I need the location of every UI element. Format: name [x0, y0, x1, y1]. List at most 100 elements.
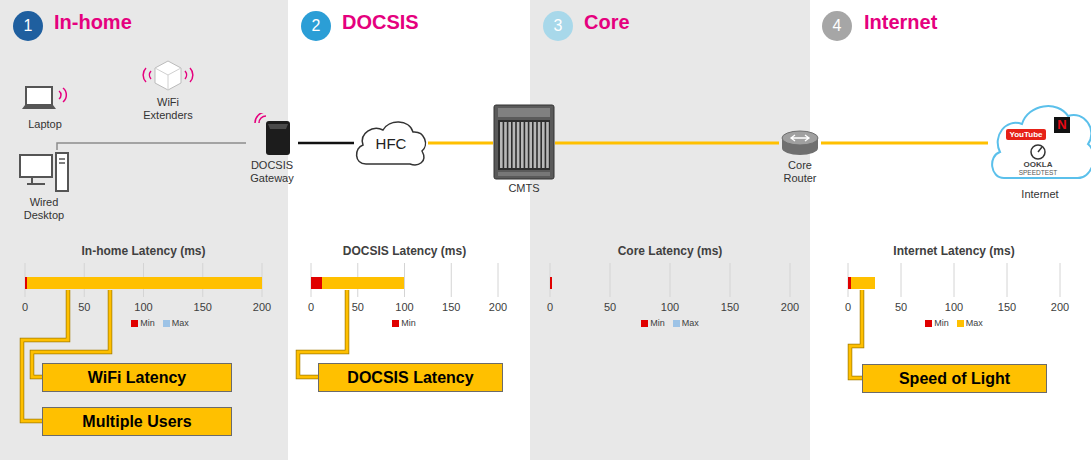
section-heading: In-home [54, 11, 288, 34]
text-label: 0 [845, 301, 851, 313]
grid-line [790, 263, 791, 297]
device-icon [21, 84, 69, 116]
network-link [298, 142, 354, 145]
text-label: 100 [945, 301, 963, 313]
step-number: 4 [833, 17, 842, 35]
text-label: 150 [442, 301, 460, 313]
text-label: 50 [604, 301, 616, 313]
legend-item: Max [163, 318, 189, 328]
section-panel: Internet4InternetSpeed of Light [810, 0, 1091, 460]
step-number-circle: 4 [822, 11, 852, 41]
legend-text: Max [966, 318, 983, 328]
device-label: WiFi Extenders [139, 96, 197, 121]
text-label: 100 [395, 301, 413, 313]
step-number-circle: 2 [301, 11, 331, 41]
legend-swatch [673, 320, 680, 327]
step-number-circle: 1 [13, 11, 43, 41]
grid-line [1060, 263, 1061, 297]
device-icon [780, 129, 820, 157]
latency-bar [27, 277, 262, 289]
callout-text: Multiple Users [82, 413, 191, 431]
text-label: 200 [253, 301, 271, 313]
latency-bar [550, 277, 552, 289]
text-label: 0 [22, 301, 28, 313]
text-label: OOKLA [1024, 160, 1053, 169]
wifi-extender-icon [133, 58, 203, 94]
network-link [57, 143, 246, 150]
legend-swatch [957, 320, 964, 327]
grid-line [730, 263, 731, 297]
grid-line [610, 263, 611, 297]
section-panel: In-home 1Laptop WiFi ExtendersWired Deskto… [0, 0, 288, 460]
laptop-device: Laptop [21, 84, 69, 131]
grid-line [451, 263, 452, 297]
callout-box: Multiple Users [42, 407, 232, 436]
text-label: 50 [352, 301, 364, 313]
legend-item: Min [392, 318, 416, 328]
chart-legend: Min [388, 318, 420, 328]
device-icon [250, 113, 294, 157]
grid-line [901, 263, 902, 297]
legend-item: Max [673, 318, 699, 328]
callout-text: WiFi Latency [88, 369, 187, 387]
text-label: 50 [78, 301, 90, 313]
legend-swatch [131, 320, 138, 327]
legend-swatch [641, 320, 648, 327]
grid-line [1007, 263, 1008, 297]
legend-item: Max [957, 318, 983, 328]
text-label: 0 [308, 301, 314, 313]
wifi-extender: WiFi Extenders [133, 58, 203, 121]
internet-cloud: Internet [988, 100, 1091, 201]
router-icon [780, 129, 820, 157]
legend-text: Min [650, 318, 665, 328]
callout-box: DOCSIS Latency [318, 363, 503, 392]
legend-swatch [392, 320, 399, 327]
text-label: 150 [721, 301, 739, 313]
legend-text: Min [140, 318, 155, 328]
section-band [530, 0, 810, 460]
step-number: 3 [554, 17, 563, 35]
legend-text: Min [401, 318, 416, 328]
device-label: Core Router [779, 159, 821, 184]
chart-legend: Min Max [637, 318, 703, 328]
cmts-device: CMTS [493, 104, 555, 195]
grid-line [954, 263, 955, 297]
device-icon [19, 150, 69, 194]
grid-line [404, 263, 405, 297]
legend-item: Min [641, 318, 665, 328]
text-label: SPEEDTEST [1019, 169, 1058, 176]
network-link [428, 142, 493, 145]
leader-lines [22, 290, 862, 421]
text-label: 100 [661, 301, 679, 313]
chart-legend: MinMax [921, 318, 987, 328]
section-heading: Core [584, 11, 810, 34]
device-label: Wired Desktop [18, 196, 70, 221]
legend-swatch [163, 320, 170, 327]
legend-text: Max [682, 318, 699, 328]
network-link [555, 142, 779, 145]
gateway-icon [250, 113, 294, 157]
desktop-icon [19, 150, 69, 194]
text-label: YouTube [1006, 129, 1045, 140]
device-label: DOCSIS Gateway [246, 159, 298, 184]
section-band [0, 0, 288, 460]
latency-bar [25, 277, 27, 289]
text-label: 150 [998, 301, 1016, 313]
latency-bar [848, 277, 851, 289]
leader-line [850, 290, 862, 378]
network-link [821, 142, 988, 145]
latency-bar [311, 277, 322, 289]
leader-line [22, 290, 68, 421]
text-label: DOCSIS Latency (ms) [343, 244, 466, 258]
core-router: Core Router [779, 129, 821, 184]
callout-text: DOCSIS Latency [347, 369, 473, 387]
text-label: 0 [547, 301, 553, 313]
cloud-label: HFC [376, 135, 407, 152]
text-label: 50 [895, 301, 907, 313]
callout-box: Speed of Light [862, 364, 1047, 393]
device-label: Laptop [28, 118, 62, 131]
latency-bar [322, 277, 404, 289]
legend-swatch [925, 320, 932, 327]
